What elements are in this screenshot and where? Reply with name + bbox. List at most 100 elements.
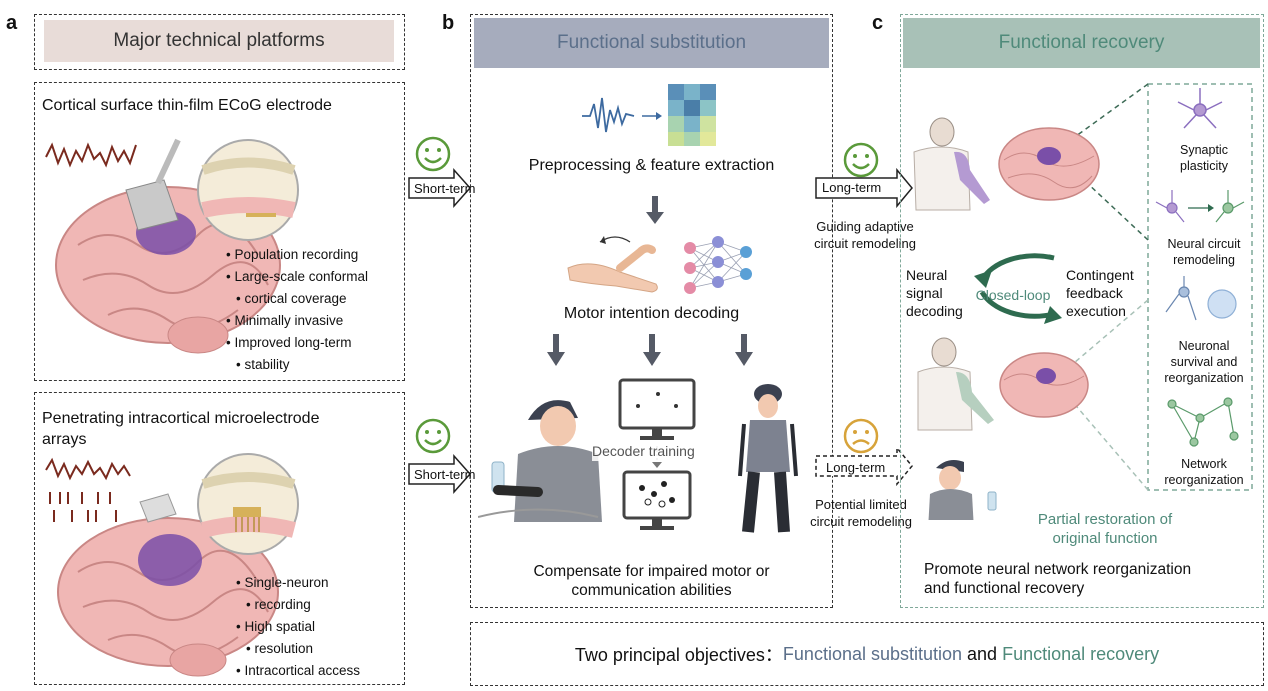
mechanism-1-line1: Synaptic	[1180, 143, 1228, 157]
network-reorganization-icon	[1167, 397, 1239, 447]
smiley-green-icon-3	[843, 142, 879, 178]
intracortical-title: Penetrating intracortical microelectrode…	[42, 408, 319, 450]
ecog-bullet-1: Population recording	[226, 244, 368, 266]
ecog-zoom-circle	[197, 139, 299, 241]
step-motor-decoding: Motor intention decoding	[563, 305, 740, 322]
monitor-icon-bottom	[622, 470, 692, 530]
panel-c-header: Functional recovery	[903, 18, 1260, 68]
decoder-training-label: Decoder training	[592, 442, 695, 461]
intracortical-title-line1: Penetrating intracortical microelectrode	[42, 410, 320, 427]
closed-loop-icon	[974, 253, 1062, 324]
ecog-bullet-4-cont: stability	[244, 357, 290, 372]
long-term-label-bottom: Long-term	[826, 460, 886, 475]
brain-top-icon	[998, 127, 1100, 201]
mechanism-2-line1: Neural circuit	[1167, 237, 1241, 251]
mechanism-2-line2: remodeling	[1173, 253, 1235, 267]
long-term-label-top: Long-term	[822, 180, 882, 195]
intracortical-bullet-3: Intracortical access	[236, 660, 360, 682]
eeg-waveform	[582, 97, 635, 133]
neural-circuit-icon	[1155, 190, 1245, 223]
closed-loop-label: Closed-loop	[975, 287, 1051, 303]
footer-item-recovery: Functional recovery	[1002, 643, 1160, 664]
recovered-user-icon	[928, 460, 997, 520]
spike-raster	[49, 492, 117, 522]
intracortical-signal-trace	[45, 457, 131, 481]
utah-array	[139, 493, 177, 523]
step-preprocessing: Preprocessing & feature extraction	[528, 157, 775, 174]
partial-restoration-line2: original function	[1052, 530, 1158, 547]
footer-item-substitution: Functional substitution	[782, 643, 963, 664]
long-term-caption-top-line2: circuit remodeling	[814, 236, 916, 251]
panel-b-bottom-text: Compensate for impaired motor or communi…	[470, 562, 833, 600]
panel-b-bottom-line1: Compensate for impaired motor or	[533, 563, 770, 580]
footer-box	[470, 622, 1264, 686]
long-term-caption-bottom: Potential limited circuit remodeling	[794, 496, 928, 530]
neural-network-icon	[684, 236, 752, 294]
smiley-orange-icon	[843, 418, 879, 454]
panel-b-bottom-line2: communication abilities	[571, 582, 732, 599]
panel-b-header: Functional substitution	[474, 18, 829, 68]
intracortical-bullet-1: Single-neuron	[236, 572, 360, 594]
loop-left-line1: Neural	[906, 267, 948, 283]
mechanism-3-line1: Neuronal	[1178, 339, 1230, 353]
intracortical-bullet-2: High spatial	[236, 616, 360, 638]
short-term-arrow-bottom	[408, 418, 472, 494]
feature-heatmap	[668, 84, 716, 146]
mechanism-3-line3: reorganization	[1164, 371, 1244, 385]
partial-restoration-line1: Partial restoration of	[1037, 511, 1173, 528]
panel-letter-b: b	[442, 12, 455, 34]
long-term-arrow-top	[815, 142, 913, 209]
mechanism-3-line2: survival and	[1170, 355, 1238, 369]
robotic-glove-icon	[493, 485, 543, 497]
long-term-arrow-bottom	[815, 418, 913, 487]
intracortical-bullets: Single-neuron recording High spatial res…	[236, 572, 360, 682]
intracortical-bullet-2-cont: resolution	[254, 641, 314, 656]
ecog-signal-trace	[45, 142, 137, 168]
ecog-title: Cortical surface thin-film ECoG electrod…	[42, 97, 332, 114]
monitor-icon-top	[618, 378, 696, 440]
long-term-caption-bottom-line2: circuit remodeling	[810, 514, 912, 529]
panel-letter-c: c	[872, 12, 884, 34]
loop-left-line2: signal	[906, 285, 943, 301]
intracortical-bullet-2b: resolution	[236, 638, 360, 660]
brain-bottom-icon	[999, 352, 1089, 418]
loop-left-line3: decoding	[906, 303, 963, 319]
ecog-bullet-2: Large-scale conformal	[226, 266, 368, 288]
loop-right-text: Contingent feedback execution	[1066, 266, 1134, 320]
intracortical-illustration	[45, 453, 299, 677]
partial-restoration-text: Partial restoration of original function	[1010, 510, 1200, 548]
long-term-caption-top-line1: Guiding adaptive	[816, 219, 914, 234]
mechanism-4-line2: reorganization	[1164, 473, 1244, 487]
loop-left-text: Neural signal decoding	[906, 266, 963, 320]
panel-a-header-frame	[34, 14, 405, 70]
synaptic-plasticity-icon	[1177, 88, 1223, 129]
loop-right-line3: execution	[1066, 303, 1126, 319]
short-term-label-top: Short-term	[414, 181, 476, 196]
arrow-shape	[408, 168, 472, 208]
panel-c-graphic	[913, 83, 1253, 520]
arm-icon	[567, 263, 658, 293]
ecog-box	[34, 82, 405, 381]
mechanism-label-1: Synaptic plasticity	[1148, 142, 1260, 174]
panel-c-bottom-line1: Promote neural network reorganization	[924, 561, 1192, 578]
intracortical-zoom-circle	[197, 453, 299, 555]
smiley-green-icon	[415, 136, 451, 172]
ecog-bullet-4: Improved long-term	[226, 332, 368, 354]
mechanism-label-2: Neural circuit remodeling	[1148, 236, 1260, 268]
smiley-green-icon-2	[415, 418, 451, 454]
loop-right-line2: feedback	[1066, 285, 1123, 301]
panel-letter-a: a	[6, 12, 18, 34]
ecog-film	[125, 179, 179, 231]
footer-text: Two principal objectives： Functional sub…	[470, 622, 1264, 686]
down-arrows-3	[547, 334, 753, 366]
long-term-caption-bottom-line1: Potential limited	[815, 497, 907, 512]
down-arrow-1	[646, 196, 664, 224]
ecog-bullet-2b: cortical coverage	[226, 288, 368, 310]
mechanism-label-4: Network reorganization	[1148, 456, 1260, 488]
ecog-bullet-2-cont: cortical coverage	[244, 291, 347, 306]
feature-extraction-graphic	[582, 84, 716, 146]
long-term-caption-top: Guiding adaptive circuit remodeling	[800, 218, 930, 252]
patient-bottom-icon	[917, 337, 994, 431]
panel-c-frame	[900, 14, 1264, 608]
motor-decoding-graphic	[567, 236, 752, 294]
